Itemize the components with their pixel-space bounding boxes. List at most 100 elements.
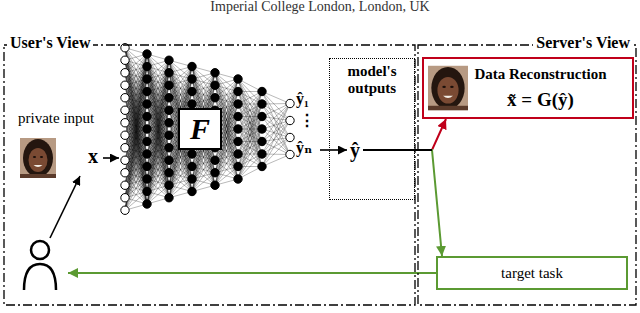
network-weight — [238, 92, 262, 155]
neuron — [165, 131, 173, 139]
neuron — [165, 69, 173, 77]
neuron — [121, 144, 129, 152]
neuron — [121, 119, 129, 127]
feedback-arrow — [68, 272, 436, 274]
output-variable: ŷ₁ — [296, 90, 309, 108]
neuron — [143, 62, 151, 70]
neuron — [234, 75, 242, 83]
neuron — [286, 116, 294, 124]
neuron — [234, 125, 242, 133]
network-weight — [262, 104, 290, 167]
region-title: Server's View — [533, 33, 633, 53]
neuron — [234, 137, 242, 145]
model-box: F — [178, 108, 222, 150]
input-variable: x — [88, 145, 98, 168]
neuron — [165, 94, 173, 102]
neuron — [143, 75, 151, 83]
box-title: Data Reconstruction — [474, 64, 607, 84]
neuron — [121, 194, 129, 202]
neuron — [165, 144, 173, 152]
output-variable: ŷₙ — [296, 139, 312, 157]
server-view-region: Server's ViewData Reconstructionx̃ = G(ŷ… — [417, 44, 637, 306]
neuron — [234, 112, 242, 120]
neuron — [258, 125, 266, 133]
neuron — [188, 175, 196, 183]
user-icon-head — [31, 241, 49, 259]
neuron — [188, 162, 196, 170]
network-weight — [262, 92, 290, 155]
region-border — [4, 45, 415, 305]
neuron — [143, 112, 151, 120]
neuron — [286, 99, 294, 107]
network-weight — [238, 92, 262, 155]
affiliation: Imperial College London, London, UK — [0, 0, 640, 15]
network-weight — [238, 79, 262, 142]
network-weight — [238, 142, 262, 180]
neuron — [143, 87, 151, 95]
neuron — [121, 156, 129, 164]
neuron — [234, 87, 242, 95]
box-title: model's outputs — [330, 63, 414, 98]
box-label: target task — [501, 263, 563, 283]
neuron — [188, 100, 196, 108]
neuron — [234, 150, 242, 158]
neuron — [234, 175, 242, 183]
neuron — [165, 119, 173, 127]
neuron — [258, 87, 266, 95]
neuron — [121, 206, 129, 214]
neuron — [143, 125, 151, 133]
reconstruction-box: Data Reconstruction x̃ = G(ŷ) — [422, 57, 634, 119]
output-arrow — [320, 149, 347, 151]
neuron — [188, 87, 196, 95]
user-to-input-arrow — [50, 176, 80, 238]
neuron — [286, 150, 294, 158]
neuron — [286, 133, 294, 141]
neuron — [143, 50, 151, 58]
neuron — [121, 131, 129, 139]
neuron — [165, 156, 173, 164]
neuron — [258, 100, 266, 108]
input-face-image — [20, 138, 56, 178]
neuron — [165, 181, 173, 189]
task-box: target task — [436, 256, 628, 290]
face-image — [428, 66, 468, 110]
neuron — [121, 181, 129, 189]
neural-network — [121, 44, 294, 215]
neuron — [188, 75, 196, 83]
neuron — [143, 162, 151, 170]
neuron — [165, 169, 173, 177]
neuron — [121, 106, 129, 114]
neuron — [165, 56, 173, 64]
neuron — [143, 175, 151, 183]
neuron — [211, 94, 219, 102]
neuron — [165, 81, 173, 89]
neuron — [234, 100, 242, 108]
model-symbol: F — [190, 114, 210, 144]
neuron — [121, 94, 129, 102]
ellipsis: ⋮ — [299, 112, 315, 130]
neuron — [188, 187, 196, 195]
neuron — [258, 112, 266, 120]
neuron — [258, 137, 266, 145]
neuron — [211, 81, 219, 89]
formula: x̃ = G(ŷ) — [474, 88, 607, 112]
reconstructed-face-image — [428, 64, 468, 112]
neuron — [143, 137, 151, 145]
neuron — [143, 150, 151, 158]
user-view-region: User's ViewFmodel's outputsŷ — [3, 44, 416, 306]
user-icon-body — [24, 264, 56, 290]
input-arrow — [103, 157, 119, 159]
neuron — [143, 200, 151, 208]
neuron — [211, 181, 219, 189]
connector-arrow — [415, 150, 442, 256]
neuron — [165, 106, 173, 114]
region-title: User's View — [7, 33, 93, 53]
output-variable: ŷ — [350, 138, 360, 162]
neuron — [258, 150, 266, 158]
neuron — [211, 69, 219, 77]
neuron — [188, 150, 196, 158]
neuron — [234, 162, 242, 170]
neuron — [121, 56, 129, 64]
neuron — [121, 69, 129, 77]
